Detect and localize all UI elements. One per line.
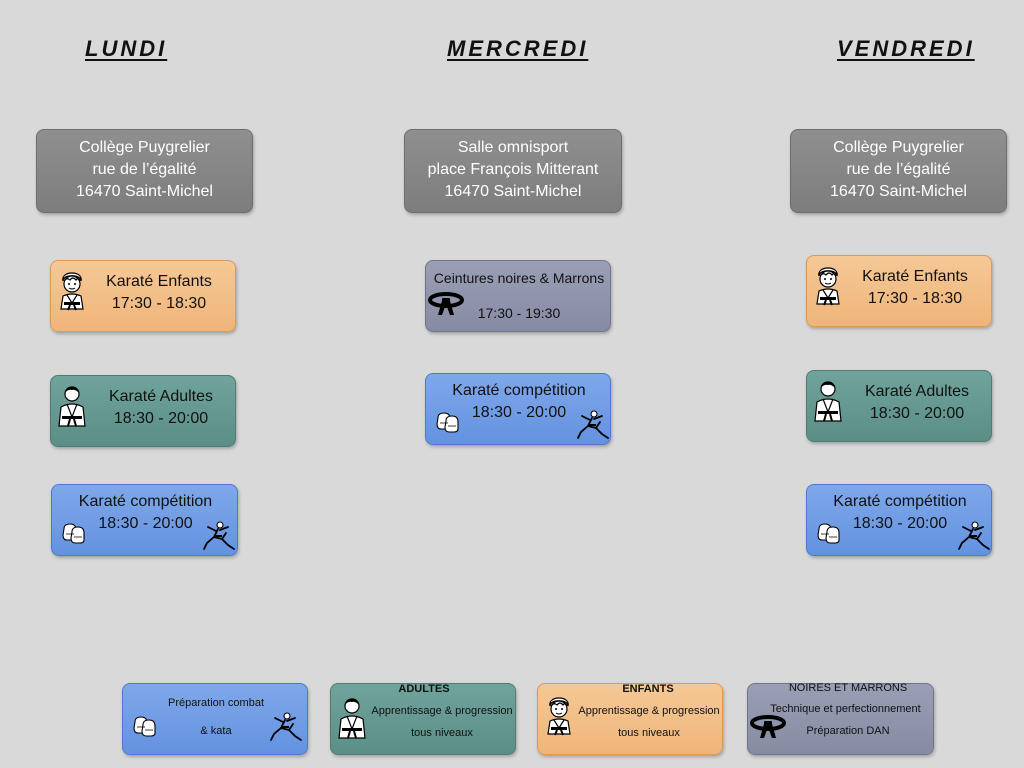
session-label: Karaté Adultes xyxy=(864,383,970,400)
legend-noires: NOIRES ET MARRONS Technique et perfectio… xyxy=(747,682,934,755)
venue-vendredi: Collège Puygrelier rue de l’égalité 1647… xyxy=(790,129,1007,213)
legend-line: Préparation DAN xyxy=(806,725,890,737)
session-vendredi-adultes: Karaté Adultes 18:30 - 20:00 xyxy=(806,370,992,442)
legend-title: ADULTES xyxy=(398,683,450,695)
venue-line: place François Mitterant xyxy=(427,161,599,178)
session-label: Karaté Enfants xyxy=(106,273,212,290)
child-karateka-icon xyxy=(547,697,571,736)
adult-karateka-icon xyxy=(338,697,366,739)
legend-title: NOIRES ET MARRONS xyxy=(788,682,908,694)
session-time: 18:30 - 20:00 xyxy=(852,515,948,532)
session-label: Karaté compétition xyxy=(833,493,967,510)
session-label: Ceintures noires & Marrons xyxy=(433,270,605,286)
legend-line: tous niveaux xyxy=(411,727,473,739)
session-lundi-adultes: Karaté Adultes 18:30 - 20:00 xyxy=(50,375,236,447)
session-label: Karaté Adultes xyxy=(108,388,214,405)
black-belt-icon xyxy=(428,292,464,317)
legend-line: Préparation combat xyxy=(168,697,264,709)
venue-line: rue de l’égalité xyxy=(846,161,951,178)
legend-enfants: ENFANTS Apprentissage & progression tous… xyxy=(537,683,723,755)
legend-line: Technique et perfectionnement xyxy=(770,703,921,715)
session-vendredi-enfants: Karaté Enfants 17:30 - 18:30 xyxy=(806,255,992,327)
day-title-lundi: LUNDI xyxy=(85,36,168,61)
legend-competition: Préparation combat & kata xyxy=(122,683,308,755)
venue-line: Collège Puygrelier xyxy=(79,139,210,156)
venue-line: Salle omnisport xyxy=(457,139,569,156)
day-title-vendredi: VENDREDI xyxy=(837,36,975,61)
session-time: 17:30 - 18:30 xyxy=(867,290,963,307)
karate-kick-icon xyxy=(203,521,235,550)
venue-line: 16470 Saint-Michel xyxy=(444,183,582,200)
boxing-gloves-icon xyxy=(62,523,85,544)
session-label: Karaté compétition xyxy=(78,493,213,510)
black-belt-icon xyxy=(750,715,786,740)
boxing-gloves-icon xyxy=(133,716,156,737)
session-lundi-enfants: Karaté Enfants 17:30 - 18:30 xyxy=(50,260,236,332)
legend-line: Apprentissage & progression xyxy=(371,705,513,717)
venue-line: rue de l’égalité xyxy=(92,161,197,178)
session-time: 18:30 - 20:00 xyxy=(98,515,193,532)
session-mercredi-noires: Ceintures noires & Marrons 17:30 - 19:30 xyxy=(425,260,611,332)
boxing-gloves-icon xyxy=(436,412,459,433)
session-time: 18:30 - 20:00 xyxy=(869,405,965,422)
venue-line: Collège Puygrelier xyxy=(833,139,964,156)
legend-adultes: ADULTES Apprentissage & progression tous… xyxy=(330,683,516,755)
karate-kick-icon xyxy=(577,410,609,439)
child-karateka-icon xyxy=(816,267,840,306)
session-label: Karaté Enfants xyxy=(862,268,968,285)
venue-mercredi: Salle omnisport place François Mitterant… xyxy=(404,129,622,213)
legend-line: Apprentissage & progression xyxy=(578,705,720,717)
adult-karateka-icon xyxy=(814,380,842,422)
session-time: 17:30 - 19:30 xyxy=(477,305,561,321)
session-vendredi-competition: Karaté compétition 18:30 - 20:00 xyxy=(806,484,992,556)
session-mercredi-competition: Karaté compétition 18:30 - 20:00 xyxy=(425,373,611,445)
session-lundi-competition: Karaté compétition 18:30 - 20:00 xyxy=(51,484,238,556)
adult-karateka-icon xyxy=(58,385,86,427)
session-time: 17:30 - 18:30 xyxy=(111,295,207,312)
karate-kick-icon xyxy=(270,712,302,741)
venue-lundi: Collège Puygrelier rue de l’égalité 1647… xyxy=(36,129,253,213)
boxing-gloves-icon xyxy=(817,523,840,544)
session-time: 18:30 - 20:00 xyxy=(113,410,209,427)
session-time: 18:30 - 20:00 xyxy=(471,404,567,421)
legend-line: tous niveaux xyxy=(618,727,680,739)
venue-line: 16470 Saint-Michel xyxy=(76,183,213,200)
venue-line: 16470 Saint-Michel xyxy=(830,183,967,200)
day-title-mercredi: MERCREDI xyxy=(447,36,589,61)
legend-title: ENFANTS xyxy=(622,683,674,695)
legend-line: & kata xyxy=(200,725,232,737)
child-karateka-icon xyxy=(60,272,84,311)
session-label: Karaté compétition xyxy=(452,382,586,399)
karate-kick-icon xyxy=(958,521,990,550)
